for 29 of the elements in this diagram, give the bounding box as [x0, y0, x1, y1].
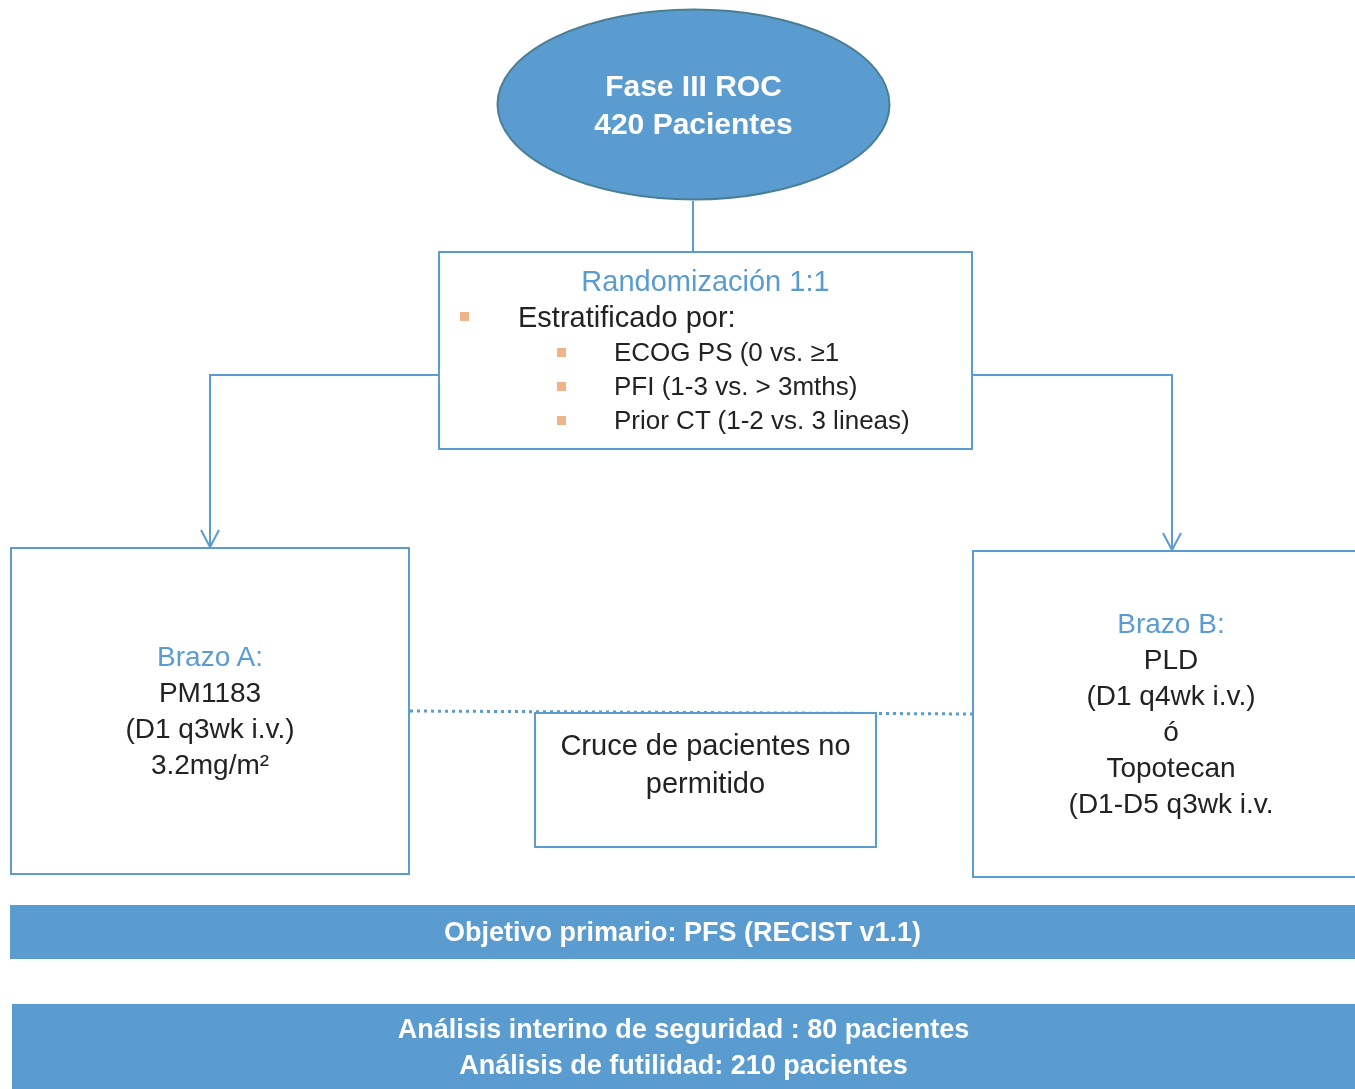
- criterion-text: ECOG PS (0 vs. ≥1: [614, 336, 841, 369]
- arm-detail: ó: [1162, 715, 1180, 749]
- arrow: [972, 374, 1182, 551]
- summary-band: [10, 905, 1355, 959]
- arm-detail: PLD: [1142, 643, 1200, 677]
- connector-line: [692, 200, 694, 252]
- arm-box: [972, 550, 1355, 878]
- note-text: Cruce de pacientes no permitido: [559, 728, 852, 801]
- arm-detail: (D1 q4wk i.v.): [1085, 679, 1257, 713]
- band-text: Objetivo primario: PFS (RECIST v1.1): [443, 916, 922, 949]
- band-text: Análisis de futilidad: 210 pacientes: [459, 1048, 908, 1082]
- box-heading: Randomización 1:1: [580, 264, 831, 299]
- arm-box: [10, 547, 410, 875]
- study-title: Fase III ROC 420 Pacientes: [593, 67, 794, 142]
- band-text: Análisis interino de seguridad : 80 pacientes: [397, 1012, 970, 1046]
- arrow: [200, 374, 439, 548]
- criterion-text: Estratificado por:: [518, 300, 737, 335]
- arm-detail: PM1183: [157, 676, 263, 710]
- note-box: [534, 712, 877, 848]
- arm-detail: 3.2mg/m²: [149, 748, 271, 782]
- summary-band: [12, 1004, 1355, 1089]
- arm-heading: Brazo A:: [156, 640, 264, 674]
- criterion-text: PFI (1-3 vs. > 3mths): [614, 370, 859, 403]
- criterion-text: Prior CT (1-2 vs. 3 lineas): [614, 404, 911, 437]
- randomization-box: [438, 251, 973, 450]
- arm-heading: Brazo B:: [1116, 607, 1226, 641]
- arm-detail: Topotecan: [1105, 751, 1237, 785]
- arm-detail: (D1 q3wk i.v.): [124, 712, 296, 746]
- arm-detail: (D1-D5 q3wk i.v.: [1067, 787, 1275, 821]
